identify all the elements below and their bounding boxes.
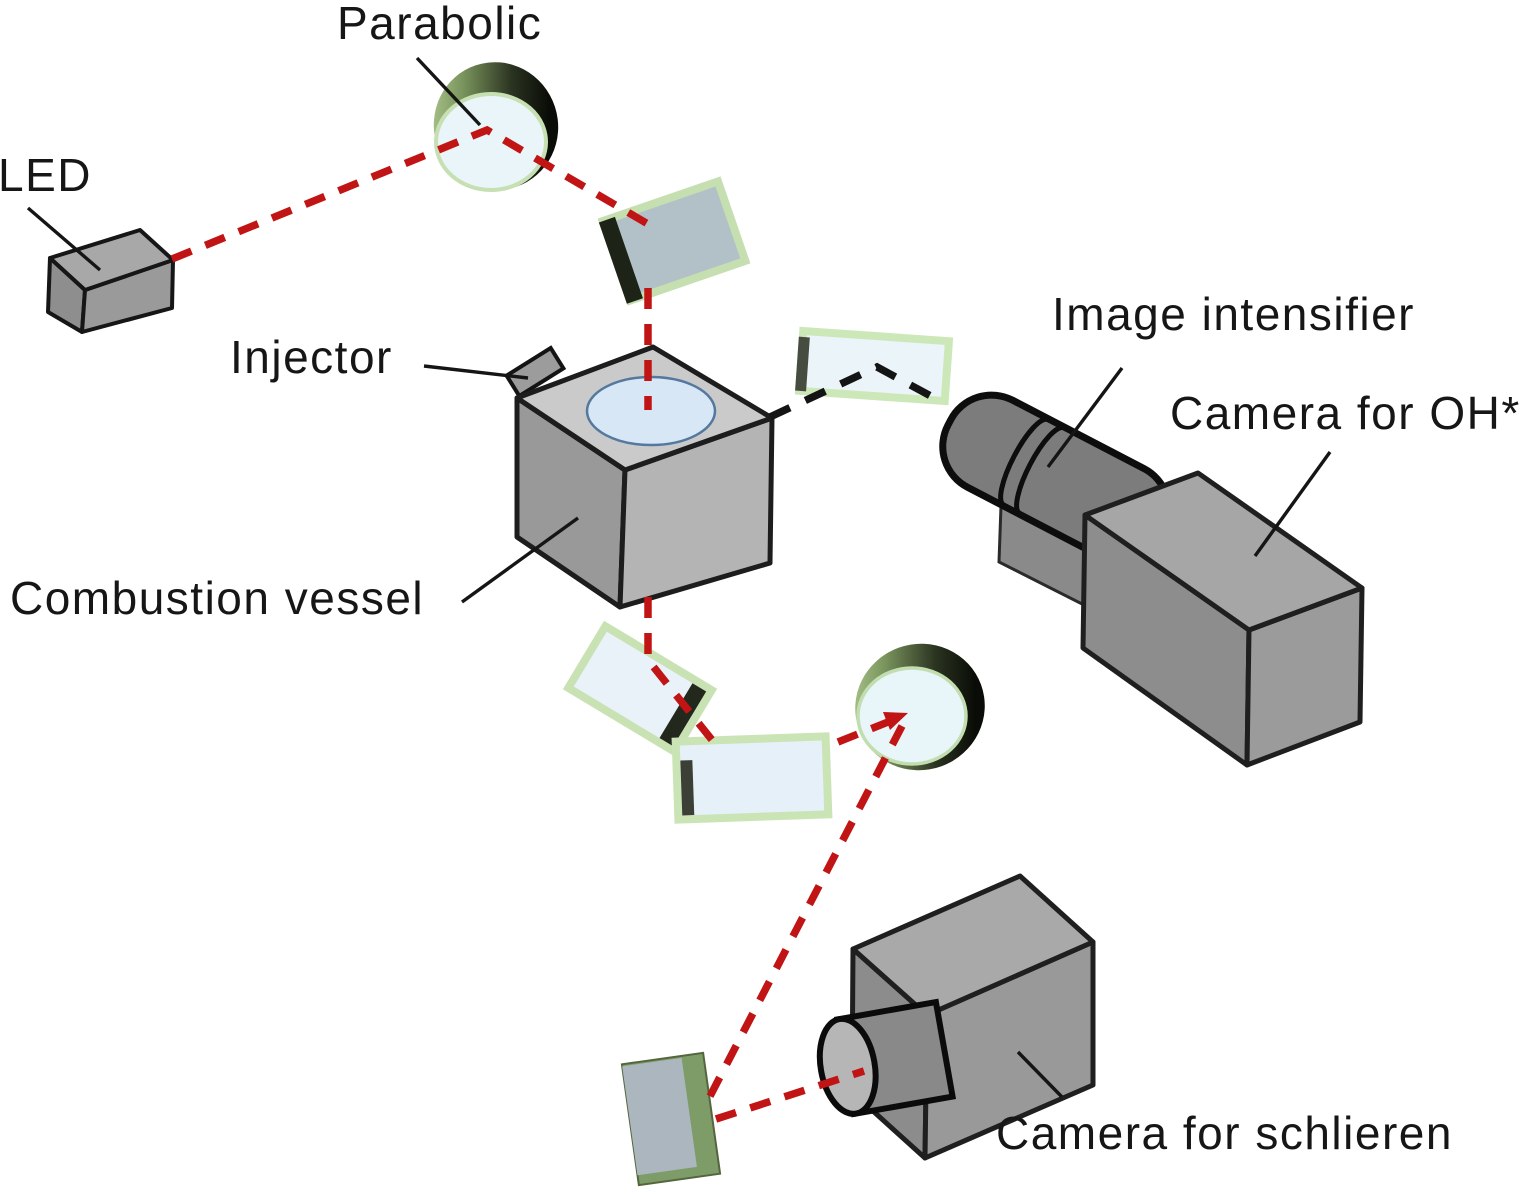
label-combustion-vessel: Combustion vessel — [10, 572, 425, 624]
parabolic-mirror — [433, 62, 559, 192]
pointer-image-intensifier — [1046, 366, 1124, 469]
label-injector: Injector — [230, 331, 393, 383]
beam-led-to-parabolic — [170, 125, 650, 263]
led-box — [46, 228, 175, 334]
schlieren-camera-lens — [816, 998, 957, 1118]
oh-signal-path — [768, 362, 942, 421]
relay-mirror-2 — [671, 732, 833, 824]
combustion-vessel — [514, 344, 775, 610]
label-camera-for-schlieren: Camera for schlieren — [996, 1107, 1453, 1159]
relay-mirror-1 — [562, 620, 718, 758]
beam-vessel-down — [644, 597, 715, 743]
injector-part — [503, 345, 567, 399]
pointer-injector — [423, 364, 529, 380]
label-image-intensifier: Image intensifier — [1052, 288, 1415, 340]
label-led: LED — [0, 149, 92, 201]
pointer-parabolic — [415, 56, 482, 127]
label-pointers — [26, 56, 1332, 1099]
pointer-camera-oh — [1253, 451, 1332, 557]
pointer-combustion-vessel — [461, 516, 579, 604]
vessel-window — [585, 375, 717, 447]
label-parabolic: Parabolic — [337, 0, 543, 49]
schlieren-fold-mirror — [620, 1051, 722, 1187]
beam-arrowhead — [883, 712, 908, 730]
label-camera-for-oh: Camera for OH* — [1170, 387, 1521, 439]
oh-camera-box — [1080, 470, 1365, 768]
beam-to-lens — [714, 1067, 866, 1123]
schlieren-focusing-mirror — [855, 643, 985, 771]
fold-mirror-top — [597, 176, 751, 306]
pointer-camera-schlieren — [1016, 1050, 1064, 1099]
pointer-led — [26, 206, 102, 272]
